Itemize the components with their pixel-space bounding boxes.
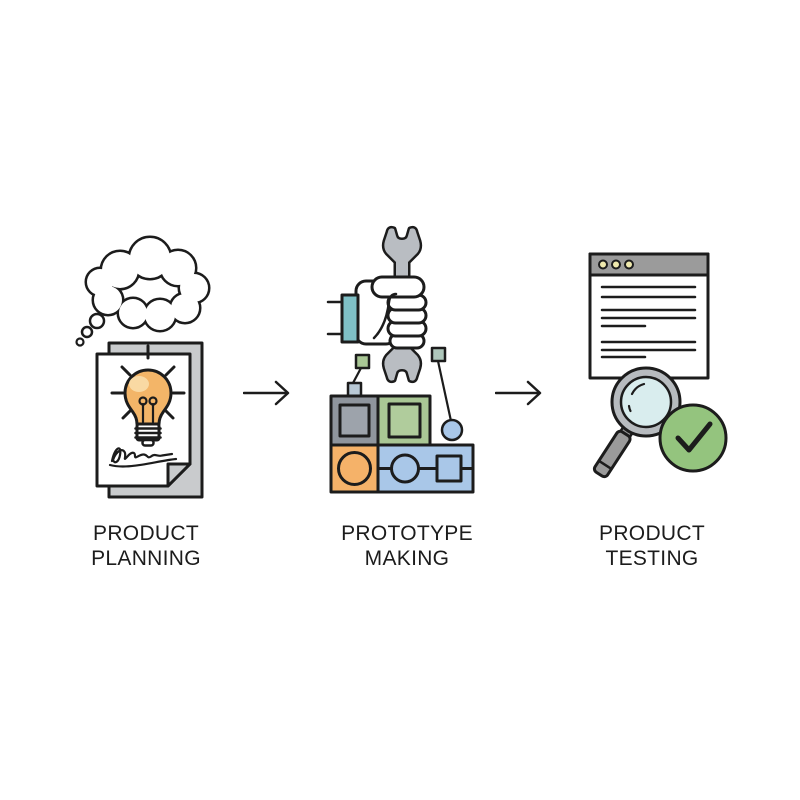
bulb-screw-threads bbox=[134, 427, 162, 439]
arrow-right-icon bbox=[495, 380, 547, 406]
label-line: PROTOTYPE bbox=[341, 522, 473, 545]
step-label-prototype-making: PROTOTYPE MAKING bbox=[297, 521, 517, 571]
checkmark-icon bbox=[675, 421, 713, 453]
product-planning-icon bbox=[60, 232, 220, 502]
arrow-right-icon bbox=[243, 380, 290, 406]
building-blocks bbox=[329, 394, 475, 494]
signature-scribble bbox=[108, 447, 178, 468]
label-line: TESTING bbox=[605, 547, 699, 570]
arrow-right-icon bbox=[495, 380, 542, 406]
label-line: PRODUCT bbox=[599, 522, 705, 545]
lightbulb-filament bbox=[138, 396, 158, 424]
lightbulb-rays bbox=[110, 344, 186, 420]
magnifier-icon bbox=[592, 366, 682, 479]
thought-cloud bbox=[75, 235, 211, 347]
hand-wrench-building-blocks-icon bbox=[326, 225, 475, 494]
thumb-line bbox=[372, 292, 398, 340]
label-line: PRODUCT bbox=[93, 522, 199, 545]
connector-nodes bbox=[346, 346, 464, 442]
thought-bubble-idea-document-icon bbox=[75, 235, 211, 499]
prototype-making-icon bbox=[318, 222, 493, 498]
lens-highlight bbox=[627, 382, 646, 413]
label-line: PLANNING bbox=[91, 547, 201, 570]
sleeve-cuff bbox=[326, 293, 360, 344]
thought-bubbles bbox=[75, 312, 106, 347]
check-badge bbox=[658, 403, 728, 473]
label-line: MAKING bbox=[364, 547, 450, 570]
step-label-product-planning: PRODUCT PLANNING bbox=[36, 521, 256, 571]
browser-window bbox=[588, 252, 710, 380]
text-lines bbox=[600, 285, 697, 359]
step-label-product-testing: PRODUCT TESTING bbox=[542, 521, 762, 571]
hand-grip bbox=[354, 275, 428, 350]
document-magnifier-checkmark-icon bbox=[588, 252, 728, 479]
lightbulb-icon bbox=[110, 344, 186, 447]
arrow-right-icon bbox=[243, 380, 295, 406]
product-testing-icon bbox=[558, 240, 730, 490]
window-dots bbox=[598, 259, 634, 270]
